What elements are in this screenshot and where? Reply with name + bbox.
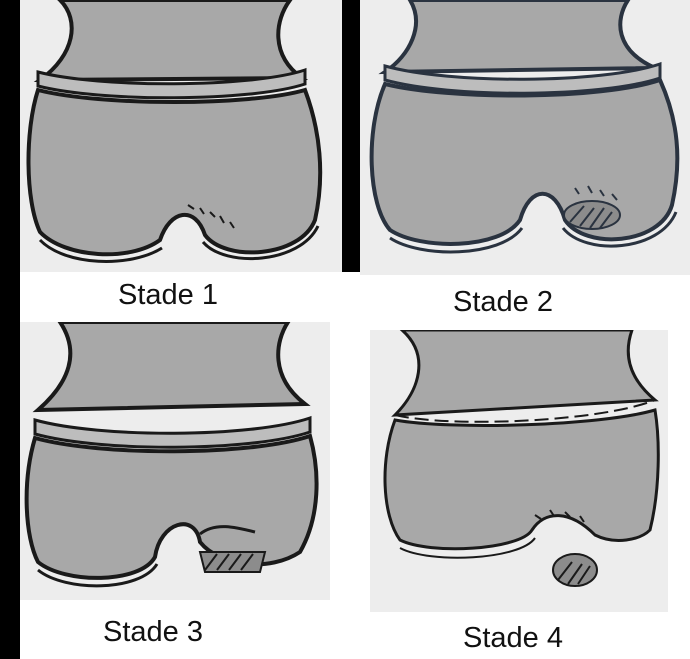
femur-stage-4-drawing <box>370 330 668 612</box>
femur-shaft <box>395 330 655 415</box>
stage-4-illustration <box>370 330 668 612</box>
femur-shaft <box>40 0 302 80</box>
stage-2-illustration <box>360 0 690 275</box>
condyles <box>385 410 658 549</box>
label-band <box>330 322 370 600</box>
growth-plate <box>35 418 310 447</box>
loose-body <box>553 554 597 586</box>
femur-stage-3-drawing <box>20 322 330 600</box>
stage-label: Stade 2 <box>453 286 553 319</box>
condyles <box>27 436 317 578</box>
condyles <box>372 80 678 244</box>
condyles <box>28 90 320 254</box>
stage-3-illustration <box>20 322 330 600</box>
stage-label: Stade 3 <box>103 616 203 649</box>
femur-shaft <box>385 0 655 72</box>
label-band <box>668 330 690 612</box>
femur-stage-1-drawing <box>20 0 342 272</box>
stage-1-illustration <box>20 0 342 272</box>
femur-shaft <box>38 322 305 410</box>
femur-stage-2-drawing <box>360 0 690 275</box>
stage-label: Stade 1 <box>118 279 218 312</box>
stage-label: Stade 4 <box>463 622 563 655</box>
